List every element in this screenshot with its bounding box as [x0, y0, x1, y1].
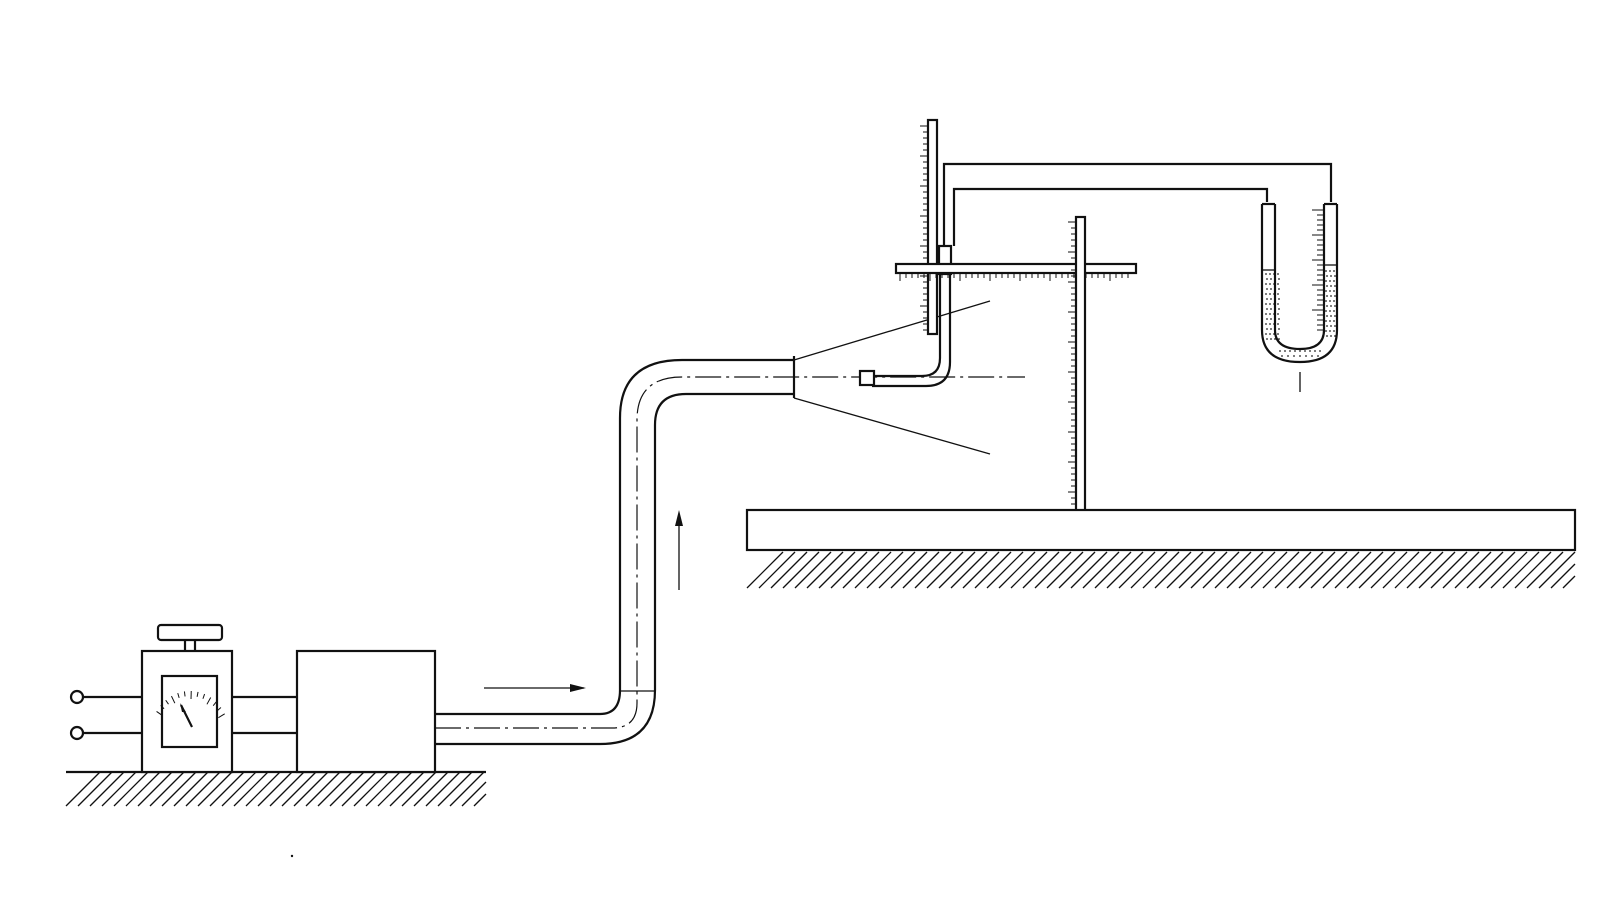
- meter-dial: [160, 674, 219, 749]
- flow-arrow-horizontal: [484, 684, 586, 692]
- terminal-top: [69, 689, 85, 705]
- experiment-table: [745, 508, 1577, 552]
- meter-scale-ticks: [156, 691, 225, 719]
- blower-box: [295, 649, 437, 774]
- meter-needle: [180, 703, 193, 728]
- horizontal-traverse-bar: [894, 262, 1138, 281]
- air-duct: [435, 356, 1025, 746]
- ground-right: [746, 551, 1576, 589]
- regulator-knob: [156, 623, 224, 642]
- flow-arrow-vertical: [675, 510, 683, 590]
- voltage-regulator: [140, 623, 234, 774]
- ground-right-hatching: [746, 551, 1576, 589]
- power-terminals: [69, 689, 143, 741]
- pitot-tip: [858, 369, 876, 387]
- ground-left-hatching: [65, 771, 487, 807]
- manometer-fluid: [1265, 270, 1336, 357]
- manometer-tubing: [942, 162, 1333, 246]
- jet-boundary: [793, 300, 991, 455]
- support-stand: [1068, 215, 1087, 514]
- vertical-traverse-scale: [920, 118, 939, 336]
- ground-left: [65, 770, 487, 807]
- u-tube-manometer: [1260, 202, 1339, 392]
- terminal-bottom: [69, 725, 85, 741]
- manometer-scale-ticks: [1312, 209, 1324, 331]
